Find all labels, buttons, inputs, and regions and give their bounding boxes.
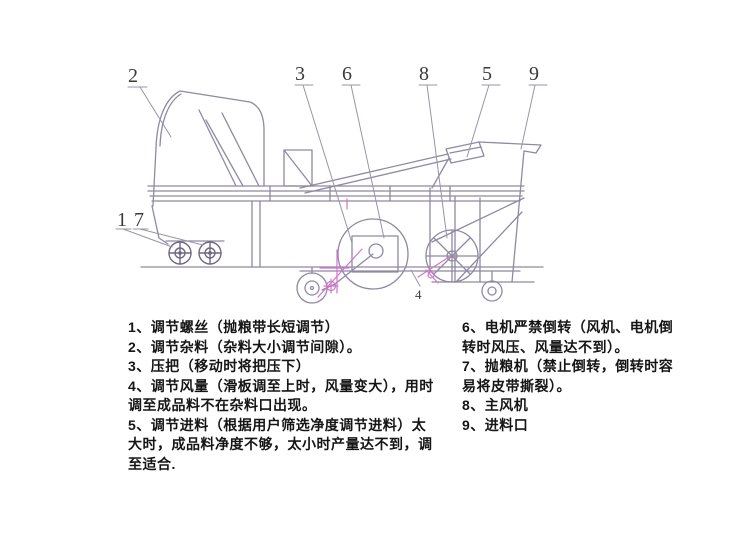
thrower-rollers	[168, 241, 222, 265]
press-handle-wheel	[296, 266, 328, 304]
right-wheel	[481, 271, 503, 302]
leader-6	[350, 84, 385, 239]
callout-2: 2	[128, 65, 138, 87]
accent-linework	[317, 198, 450, 298]
leader-2	[139, 86, 172, 138]
feed-chute	[299, 153, 452, 194]
leader-3	[302, 84, 353, 244]
legend-item-4: 4、调节风量（滑板调至上时，风量变大），用时调至成品料不在杂料口出现。	[128, 377, 434, 414]
callout-8: 8	[419, 63, 429, 85]
legend-item-2: 2、调节杂料（杂料大小调节间隙）。	[128, 338, 362, 355]
leader-lines	[115, 84, 548, 287]
right-frame	[429, 150, 535, 283]
callout-3: 3	[295, 63, 305, 85]
main-fan-wheel	[425, 229, 479, 283]
inlet-box	[445, 141, 542, 164]
legend-item-6: 6、电机严禁倒转（风机、电机倒转时风压、风量达不到）。	[462, 319, 674, 355]
legend-item-9: 9、进料口	[462, 416, 529, 433]
callout-4: 4	[415, 287, 422, 302]
callout-1: 1	[117, 209, 127, 231]
callout-6: 6	[342, 63, 352, 85]
legend-item-7: 7、抛粮机（禁止倒转，倒转时容易将皮带撕裂）。	[462, 358, 674, 394]
hood-body	[152, 90, 313, 207]
leader-8	[426, 84, 448, 239]
legend-right-column: 6、电机严禁倒转（风机、电机倒转时风压、风量达不到）。 7、抛粮机（禁止倒转，倒…	[462, 318, 676, 435]
legend-item-1: 1、调节螺丝（抛粮带长短调节）	[128, 319, 340, 335]
callout-5: 5	[482, 63, 492, 85]
leader-5	[466, 84, 490, 158]
callout-9: 9	[529, 63, 539, 85]
machine-linework	[140, 90, 544, 304]
legend-left-column: 1、调节螺丝（抛粮带长短调节） 2、调节杂料（杂料大小调节间隙）。 3、压把（移…	[128, 318, 436, 474]
leader-4	[410, 269, 421, 287]
conveyor-band	[147, 185, 525, 202]
leader-1	[122, 228, 173, 248]
leader-7	[139, 228, 204, 246]
callout-7: 7	[134, 209, 144, 231]
legend-item-8: 8、主风机	[462, 397, 529, 413]
callout-numbers: 2 3 6 8 5 9 1 7 4	[117, 63, 539, 302]
legend-item-3: 3、压把（移动时将把压下）	[128, 358, 311, 374]
legend-item-5: 5、调节进料（根据用户筛选净度调节进料）太大时，成品料净度不够，太小时产量达不到…	[128, 416, 433, 472]
leader-9	[520, 84, 536, 150]
